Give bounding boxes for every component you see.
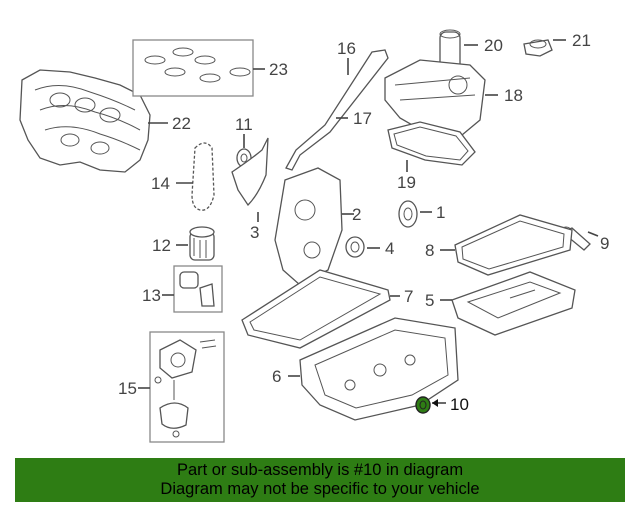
part-22-intake-manifold: [19, 69, 151, 173]
label-18: 18: [504, 86, 523, 105]
arrow-10-icon: [432, 399, 438, 407]
banner-line-2: Diagram may not be specific to your vehi…: [160, 480, 480, 498]
label-8: 8: [425, 241, 434, 260]
part-1-crankshaft-balancer: [398, 200, 418, 228]
label-9: 9: [600, 234, 609, 253]
label-21: 21: [572, 31, 591, 50]
part-3-chain-guide: [231, 137, 269, 207]
part-15-oil-pump: [149, 331, 225, 443]
part-7-upper-pan-gasket: [241, 269, 391, 349]
label-5: 5: [425, 291, 434, 310]
part-21-oil-cap: [523, 39, 553, 57]
part-13-filter-adapter: [173, 265, 223, 313]
label-15: 15: [118, 379, 137, 398]
part-4-front-seal: [345, 236, 365, 258]
label-10: 10: [450, 395, 469, 414]
part-18-valve-cover: [384, 59, 486, 139]
label-12: 12: [152, 236, 171, 255]
label-19: 19: [397, 173, 416, 192]
label-2: 2: [352, 205, 361, 224]
label-13: 13: [142, 286, 161, 305]
part-19-valve-cover-gasket: [387, 121, 476, 166]
part-5-lower-oil-pan: [451, 271, 576, 336]
part-16-dipstick: [285, 49, 389, 171]
leader-9: [587, 231, 599, 237]
label-23: 23: [269, 60, 288, 79]
part-14-timing-chain: [191, 142, 215, 211]
label-7: 7: [404, 287, 413, 306]
info-banner: Part or sub-assembly is #10 in diagram D…: [15, 458, 625, 502]
label-3: 3: [250, 223, 259, 242]
label-20: 20: [484, 36, 503, 55]
part-10-drain-plug: [415, 396, 431, 414]
part-12-oil-filter: [189, 226, 215, 261]
banner-line-1: Part or sub-assembly is #10 in diagram: [176, 461, 464, 479]
label-11: 11: [235, 115, 253, 134]
label-6: 6: [272, 367, 281, 386]
part-2-front-cover: [274, 167, 343, 286]
label-17: 17: [353, 109, 372, 128]
label-14: 14: [151, 174, 170, 193]
label-22: 22: [172, 114, 191, 133]
label-16: 16: [337, 39, 356, 58]
label-1: 1: [436, 203, 445, 222]
part-8-oil-pan-gasket: [454, 214, 573, 276]
label-4: 4: [385, 239, 394, 258]
part-23-gasket-set: [132, 39, 254, 97]
